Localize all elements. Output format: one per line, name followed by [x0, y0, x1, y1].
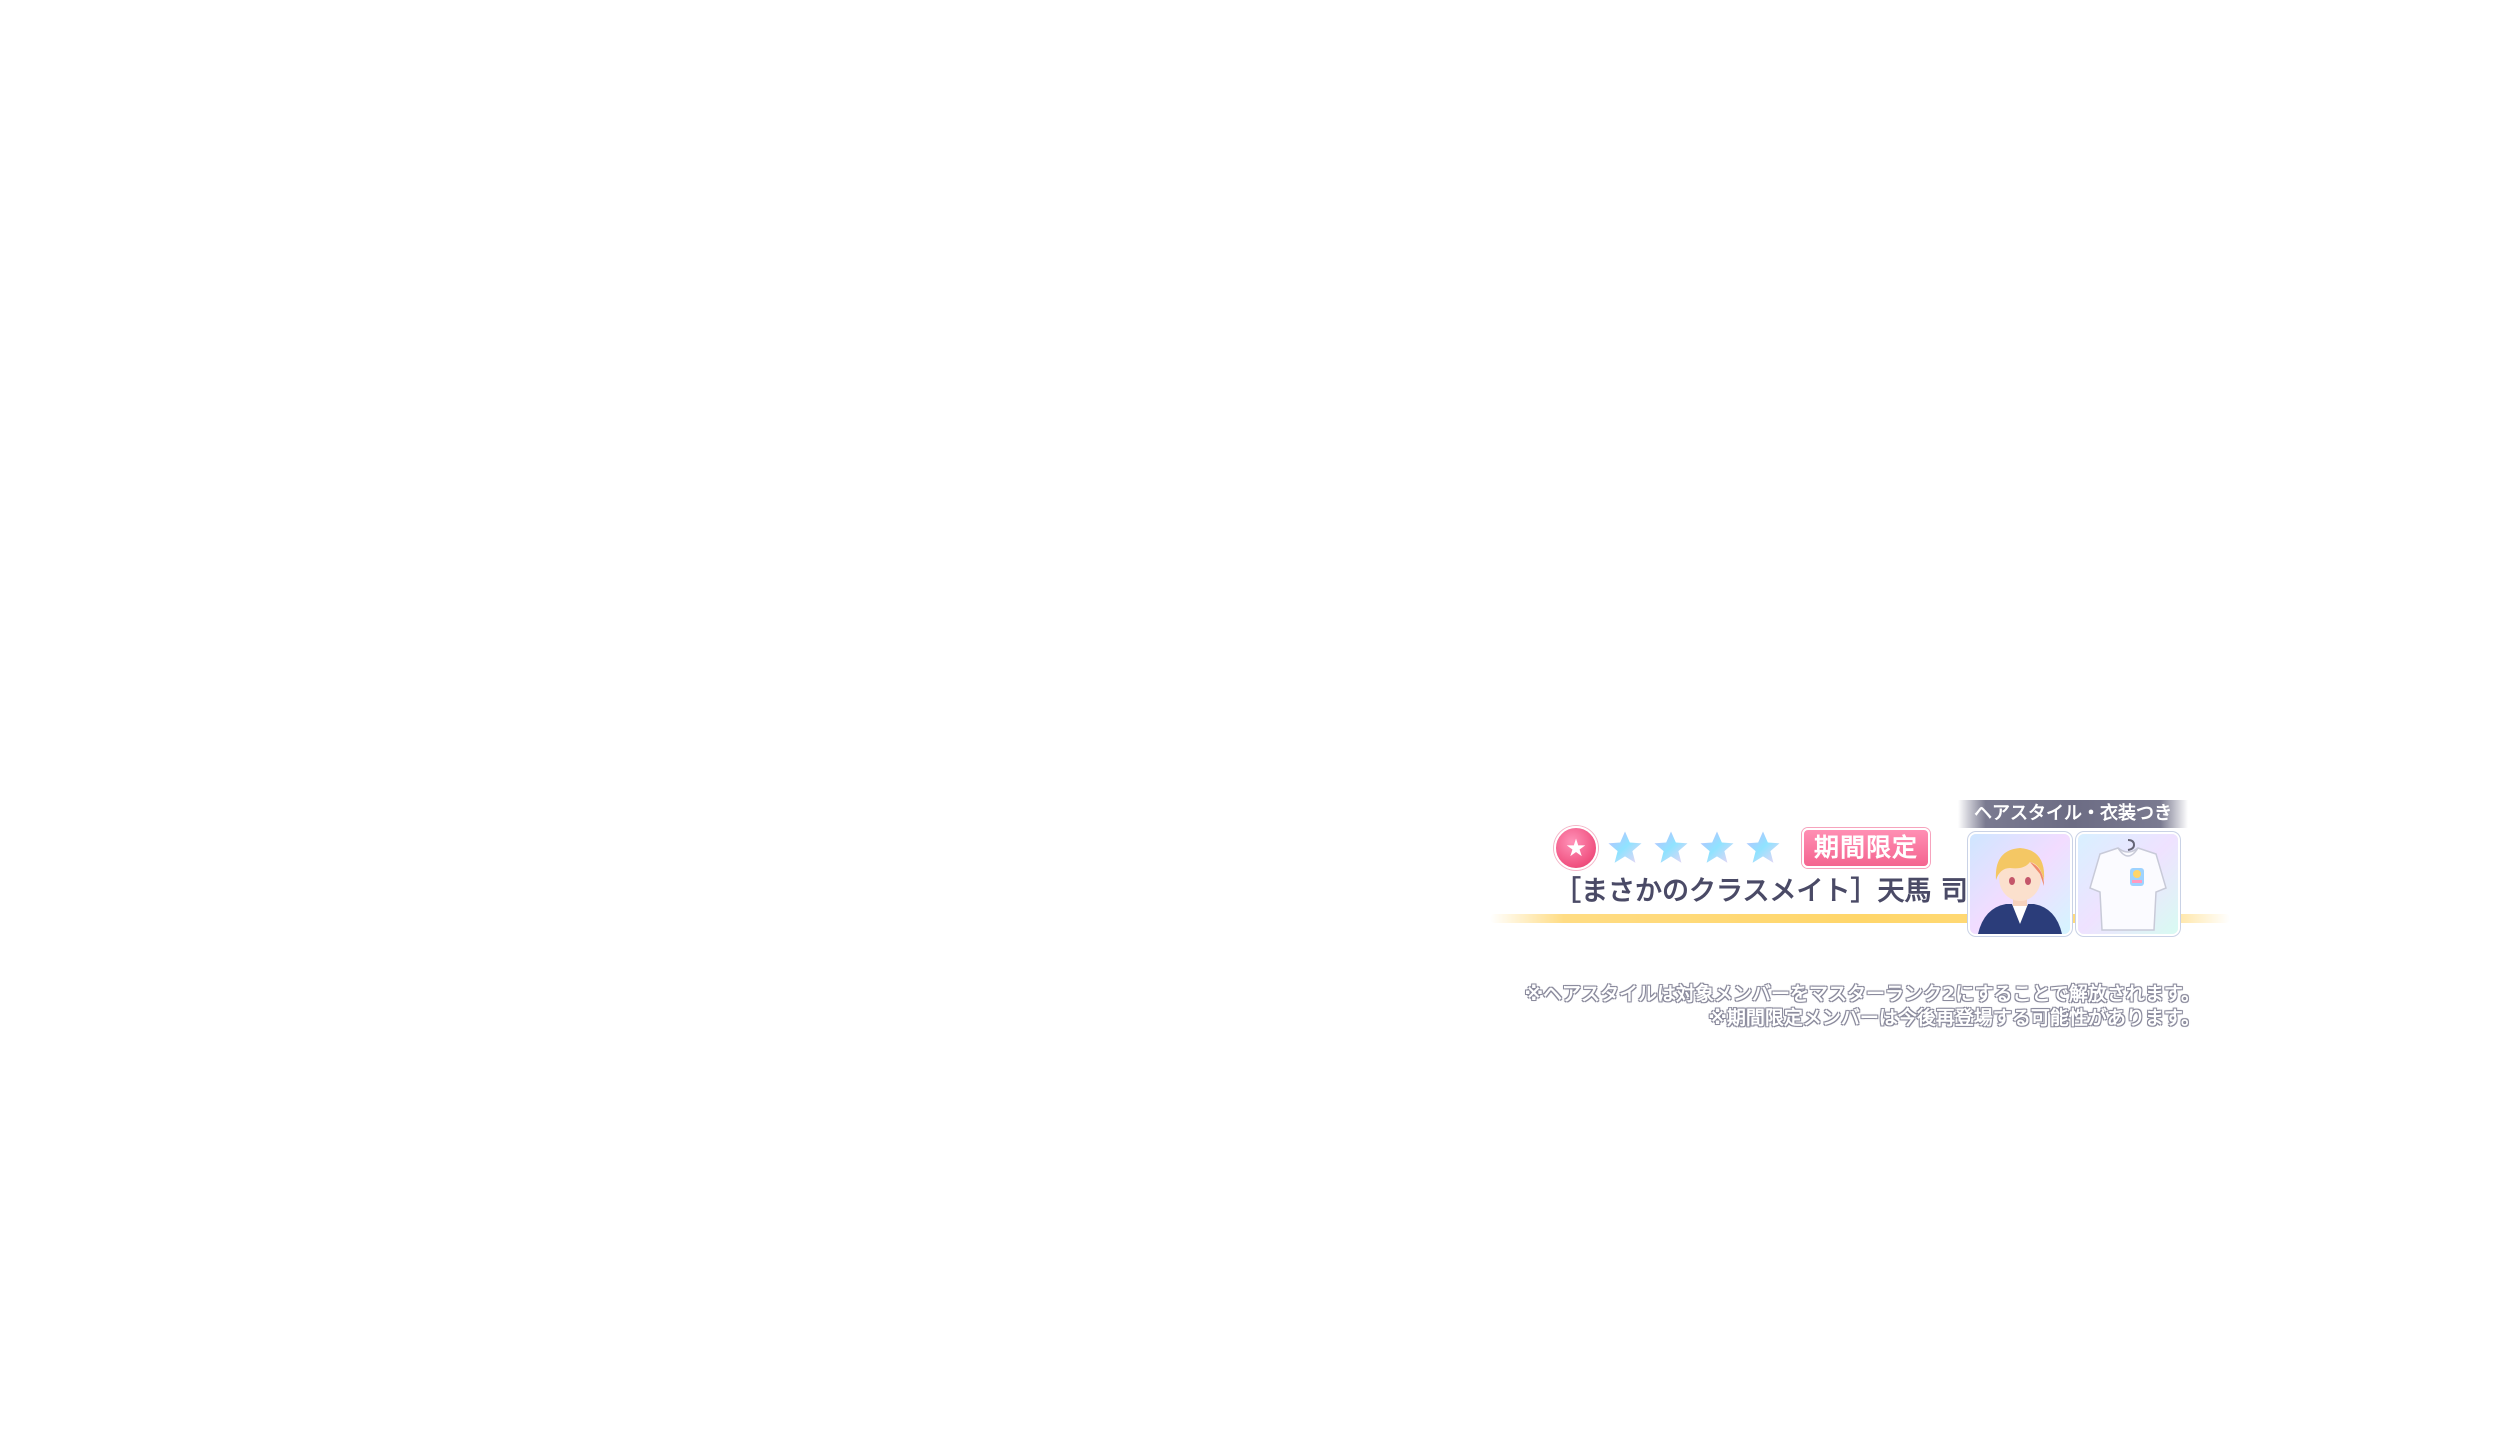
character-portrait-thumbnail [1970, 834, 2070, 934]
rarity-star-icon [1742, 827, 1784, 868]
rarity-star-icon [1696, 827, 1738, 868]
rarity-star-icon [1604, 827, 1646, 868]
rarity-star-icon [1650, 827, 1692, 868]
card-title: ［まさかのクラスメイト］天馬 司 [1554, 876, 1968, 907]
note-line: ※期間限定メンバーは今後再登場する可能性があります。 [1708, 1007, 2200, 1029]
outfit-thumbnail [2078, 834, 2178, 934]
extras-label: ヘアスタイル・衣装つき [1958, 800, 2188, 828]
note-line: ※ヘアスタイルは対象メンバーをマスターランク2にすることで解放されます。 [1524, 983, 2200, 1005]
star-attribute-icon: ★ [1554, 826, 1598, 870]
notes: ※ヘアスタイルは対象メンバーをマスターランク2にすることで解放されます。 ※期間… [1300, 982, 2200, 1030]
rarity-row: ★ 期間限定 [1554, 826, 1931, 870]
highlight-bar [1490, 914, 2230, 923]
card-info-panel: ★ 期間限定 ［まさか [1490, 800, 2240, 950]
limited-time-badge: 期間限定 [1802, 828, 1931, 868]
